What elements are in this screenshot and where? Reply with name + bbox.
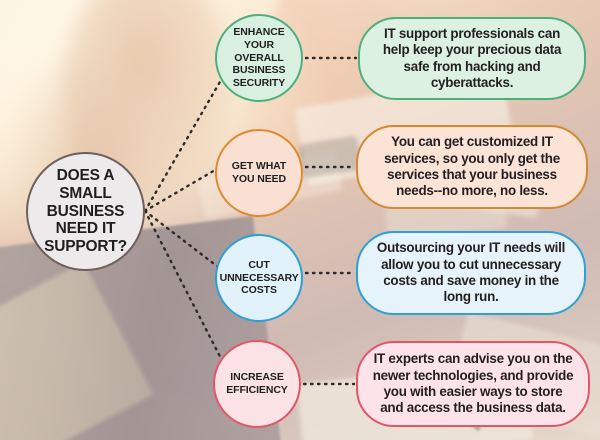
laptop-edge: [0, 261, 154, 440]
connector-hub-to-node-1: [143, 66, 230, 213]
branch-node-label: CUT UNNECESSARY COSTS: [219, 258, 299, 297]
central-question-label: DOES A SMALL BUSINESS NEED IT SUPPORT?: [44, 166, 127, 256]
connector-hub-to-node-3: [143, 209, 224, 272]
connector-hub-to-node-4: [143, 209, 230, 374]
branch-description-cut-unnecessary-costs: Outsourcing your IT needs will allow you…: [356, 231, 586, 315]
branch-node-enhance-security: ENHANCE YOUR OVERALL BUSINESS SECURITY: [215, 14, 303, 102]
branch-description-increase-efficiency: IT experts can advise you on the newer t…: [356, 341, 590, 427]
branch-node-increase-efficiency: INCREASE EFFICIENCY: [213, 340, 301, 428]
desk-phone: [297, 135, 363, 179]
branch-description-text: Outsourcing your IT needs will allow you…: [376, 240, 566, 305]
connector-hub-to-node-2: [143, 164, 224, 213]
branch-description-text: IT experts can advise you on the newer t…: [372, 351, 574, 416]
branch-node-cut-unnecessary-costs: CUT UNNECESSARY COSTS: [215, 234, 303, 322]
branch-node-label: ENHANCE YOUR OVERALL BUSINESS SECURITY: [232, 26, 286, 90]
branch-description-enhance-security: IT support professionals can help keep y…: [358, 17, 586, 100]
branch-node-label: INCREASE EFFICIENCY: [226, 371, 288, 396]
branch-description-get-what-you-need: You can get customized IT services, so y…: [356, 125, 588, 209]
central-question-node: DOES A SMALL BUSINESS NEED IT SUPPORT?: [26, 152, 145, 271]
branch-node-get-what-you-need: GET WHAT YOU NEED: [215, 129, 303, 217]
branch-node-label: GET WHAT YOU NEED: [231, 160, 287, 185]
branch-description-text: IT support professionals can help keep y…: [382, 25, 562, 90]
branch-description-text: You can get customized IT services, so y…: [384, 134, 560, 199]
